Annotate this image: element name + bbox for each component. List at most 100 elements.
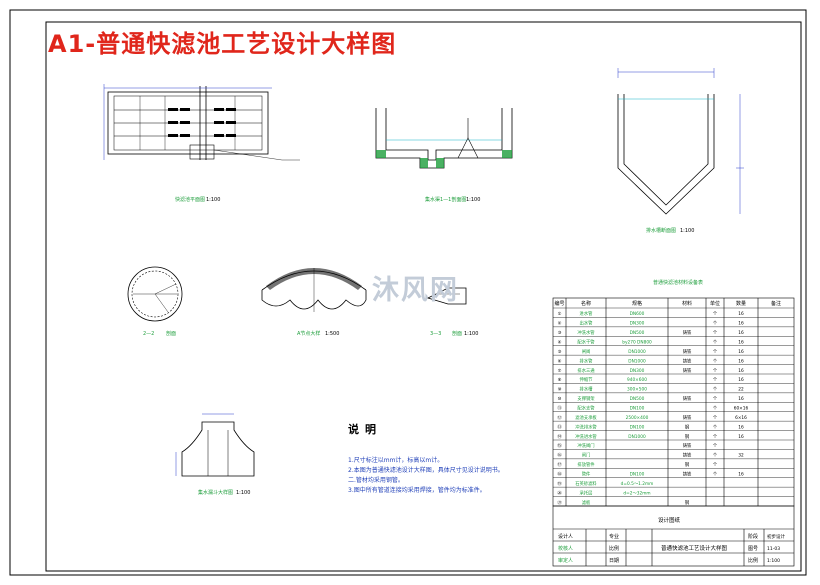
table-cell: 个 [713,443,718,449]
table-cell: DN500 [630,330,645,336]
table-cell: 铸铁 [683,357,692,364]
table-cell: 16 [738,396,744,402]
title-block-label-designer: 设计人 [558,533,573,540]
caption-hopper-scale: 1:100 [680,228,694,234]
title-block-frame [552,505,795,567]
table-cell: 钢 [685,423,689,430]
table-cell: DN600 [630,311,645,317]
title-block-label-stage: 阶段 [748,533,758,540]
table-header-cell: 备注 [771,300,781,307]
table-cell: 6×16 [735,415,747,421]
table-cell: 进水管 [580,310,594,317]
title-block-label-approver: 审定人 [558,557,573,564]
table-cell: ② [558,321,562,327]
table-cell: by270 DN800 [622,340,652,346]
caption-hopper: 排水槽断面图 [646,227,676,234]
title-block-drawing-name: 普通快滤池工艺设计大样图 [661,544,728,552]
table-cell: 冲洗水管 [577,329,595,336]
table-cell: 16 [738,349,744,355]
table-cell: 铸铁 [683,471,692,478]
inner-frame [45,21,802,572]
table-cell: 16 [738,311,744,317]
table-cell: ① [558,311,562,317]
table-cell: ⑯ [557,452,562,459]
table-header-cell: 规格 [632,300,642,307]
table-cell: 16 [738,472,744,478]
title-block-label-ratio: 比例 [748,557,758,564]
table-cell: 滤池支承板 [575,414,597,421]
table-cell: DN100 [630,472,645,478]
caption-section-3-3: 3—3 [430,331,441,337]
collector-funnel-drawing [175,413,255,477]
caption-section-3-3-word: 剖面 [452,330,462,337]
table-cell: 冲洗阀门 [577,442,594,449]
table-cell: 32 [738,453,744,459]
title-block-design-unit: 设计图纸 [658,516,681,524]
table-cell: 冲洗排水管 [575,423,597,430]
table-cell: 铸铁 [683,395,692,402]
table-cell: 16 [738,330,744,336]
table-cell: 16 [738,368,744,374]
caption-filter-plan-scale: 1:100 [206,197,220,203]
table-cell: 2500×400 [626,415,649,421]
table-cell: d=2～32mm [623,490,650,496]
node-a-detail-drawing [261,268,367,312]
table-cell: 个 [713,434,718,440]
filter-plan-drawing [103,84,300,161]
table-cell: DN300 [630,368,645,374]
table-header-cell: 数量 [736,300,746,307]
title-block-value-number: 11-03 [767,546,780,552]
caption-table-heading: 普通快滤池材料设备表 [653,279,703,286]
table-cell: 石英砂滤料 [575,480,597,487]
table-cell: 排水槽 [580,386,594,393]
note-item-1: 1.尺寸标注以mm计，标高以m计。 [348,457,444,464]
caption-funnel-scale: 1:100 [236,490,250,496]
table-cell: d=0.5～1.2mm [621,481,654,487]
table-cell: 伸缩节 [580,376,594,383]
table-cell: 个 [713,311,718,317]
table-cell: ⑲ [557,480,562,487]
table-cell: ⑦ [558,368,562,374]
page-title: A1-普通快滤池工艺设计大样图 [48,30,397,58]
table-cell: 个 [713,424,718,430]
table-cell: 16 [738,424,744,430]
pipe-section-2-2-drawing [127,266,183,322]
table-cell: 个 [713,321,718,327]
caption-section-1-1: 集水渠1—1剖面图 [425,196,466,203]
table-cell: DN500 [630,396,645,402]
watermark-logo: 沐风网 [372,275,459,306]
notes-heading: 说明 [348,423,382,436]
table-cell: DN1000 [628,358,646,364]
table-cell: ⑬ [557,423,562,430]
table-cell: 排水管 [580,357,594,364]
table-cell: ③ [558,330,562,336]
table-cell: 个 [713,453,718,459]
table-cell: 22 [738,387,744,393]
table-cell: ⑤ [558,349,562,355]
table-cell: ⑫ [557,414,562,421]
table-header-cell: 编号 [554,300,564,307]
title-block-value-ratio: 1:100 [767,558,780,564]
title-block-label-checker: 校核人 [558,545,573,552]
table-cell: DN300 [630,321,645,327]
table-cell: 个 [713,415,718,421]
caption-section-2-2: 2—2 [143,331,154,337]
table-cell: 300×500 [627,387,647,393]
table-cell: 配水支管 [577,405,595,412]
table-cell: ⑰ [557,461,562,468]
table-cell: 承托层 [580,489,594,496]
table-cell: ⑩ [558,396,562,402]
table-cell: 16 [738,434,744,440]
table-cell: 排放管件 [577,461,595,468]
table-cell: 钢 [685,461,689,468]
table-cell: ㉑ [557,499,562,506]
table-cell: 个 [713,462,718,468]
table-cell: 16 [738,358,744,364]
table-cell: 个 [713,340,718,346]
table-cell: 个 [713,387,718,393]
title-block-label-date: 日期 [609,558,619,564]
table-cell: 个 [713,396,718,402]
table-cell: 60×16 [734,406,749,412]
